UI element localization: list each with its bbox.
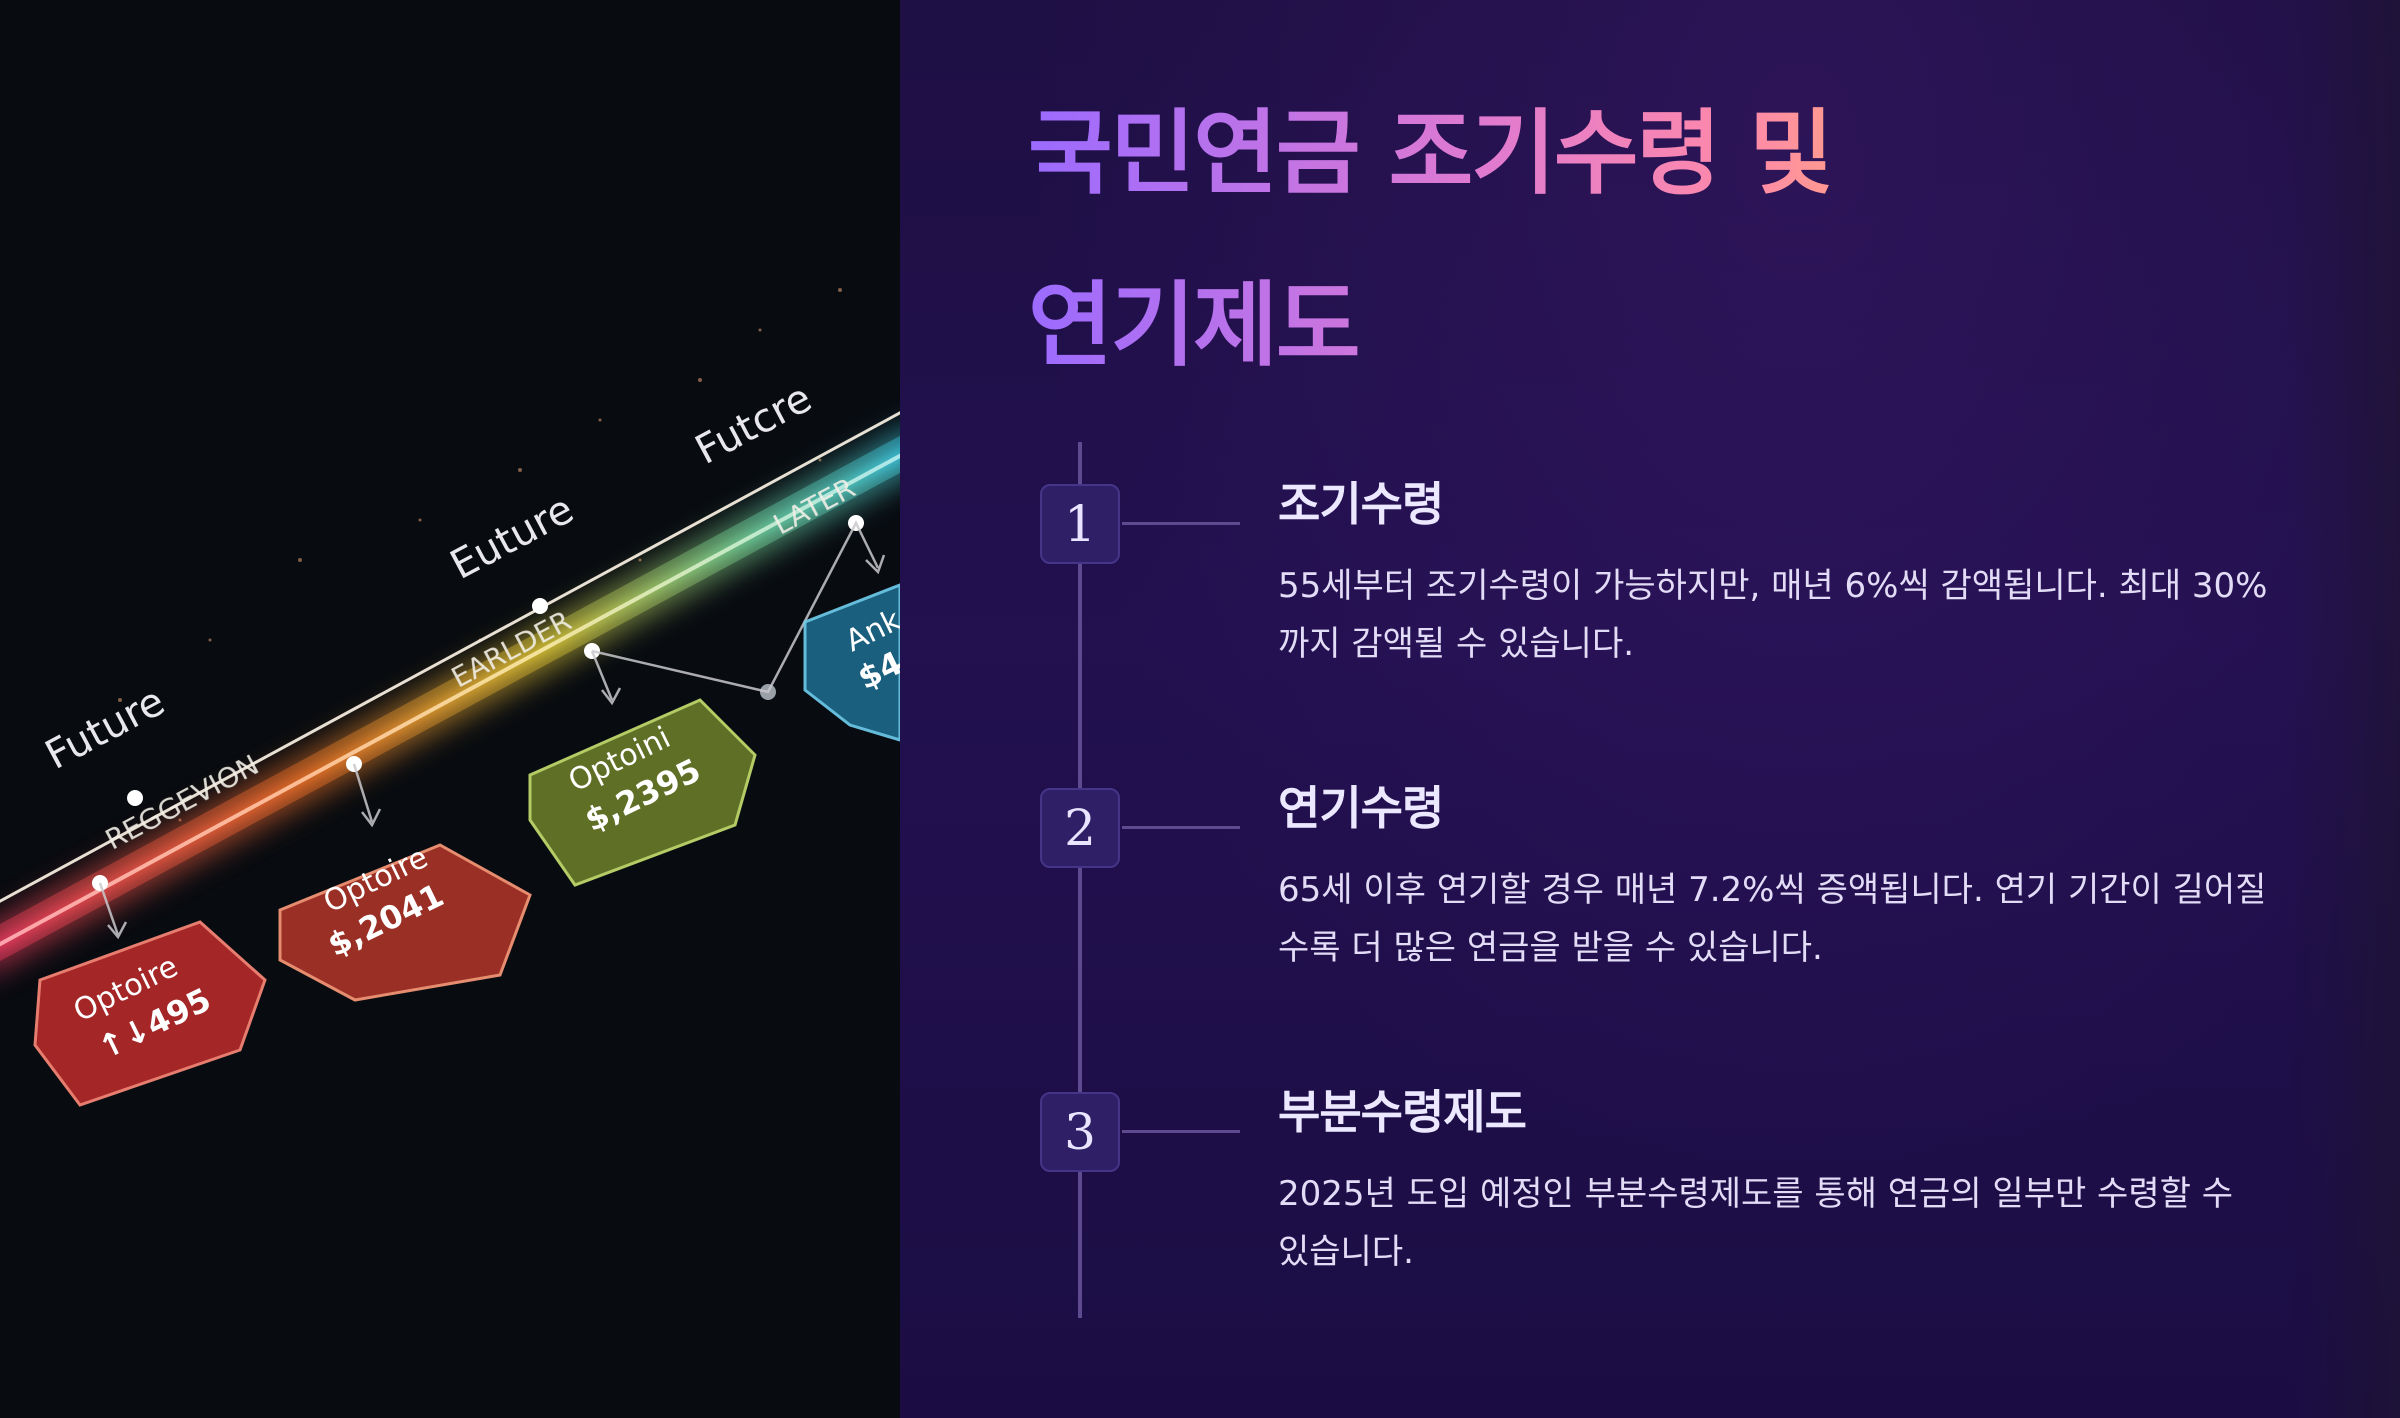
step-title: 조기수령 bbox=[1278, 477, 1444, 531]
step-connector bbox=[1122, 826, 1240, 829]
option-card-2: Optoire $,2041 bbox=[278, 840, 532, 1002]
option-card-4: Ank $4 bbox=[803, 583, 900, 742]
page-title-line-2: 연기제도 bbox=[1028, 272, 1359, 379]
timeline-illustration: Future Euture Futcre REGGEVION EARLDER L… bbox=[0, 288, 900, 1107]
future-label-3: Futcre bbox=[688, 375, 819, 474]
page-title-line-1: 국민연금 조기수령 및 bbox=[1028, 100, 1832, 207]
step-description: 65세 이후 연기할 경우 매년 7.2%씩 증액됩니다. 연기 기간이 길어질… bbox=[1278, 870, 2267, 968]
step-description: 55세부터 조기수령이 가능하지만, 매년 6%씩 감액됩니다. 최대 30%까… bbox=[1278, 566, 2268, 664]
step-description: 2025년 도입 예정인 부분수령제도를 통해 연금의 일부만 수령할 수 있습… bbox=[1278, 1174, 2233, 1272]
future-label-2: Euture bbox=[443, 486, 581, 589]
page-title: 국민연금 조기수령 및 연기제도 bbox=[1028, 68, 2228, 412]
step-connector bbox=[1122, 1130, 1240, 1133]
illustration-panel: Future Euture Futcre REGGEVION EARLDER L… bbox=[0, 0, 900, 1418]
option-card-1: Optoire ↑↓495 bbox=[33, 920, 267, 1107]
step-title: 부분수령제도 bbox=[1278, 1085, 1527, 1139]
future-label-1: Future bbox=[38, 678, 172, 778]
step-number-badge: 2 bbox=[1040, 788, 1120, 868]
step-title: 연기수령 bbox=[1278, 781, 1444, 835]
step-number-badge: 1 bbox=[1040, 484, 1120, 564]
step-connector bbox=[1122, 522, 1240, 525]
content-panel: 국민연금 조기수령 및 연기제도 1 조기수령 55세부터 조기수령이 가능하지… bbox=[900, 0, 2400, 1418]
step-number-badge: 3 bbox=[1040, 1092, 1120, 1172]
timeline-line bbox=[1078, 442, 1082, 1318]
option-card-3: Optoini $,2395 bbox=[528, 698, 757, 887]
